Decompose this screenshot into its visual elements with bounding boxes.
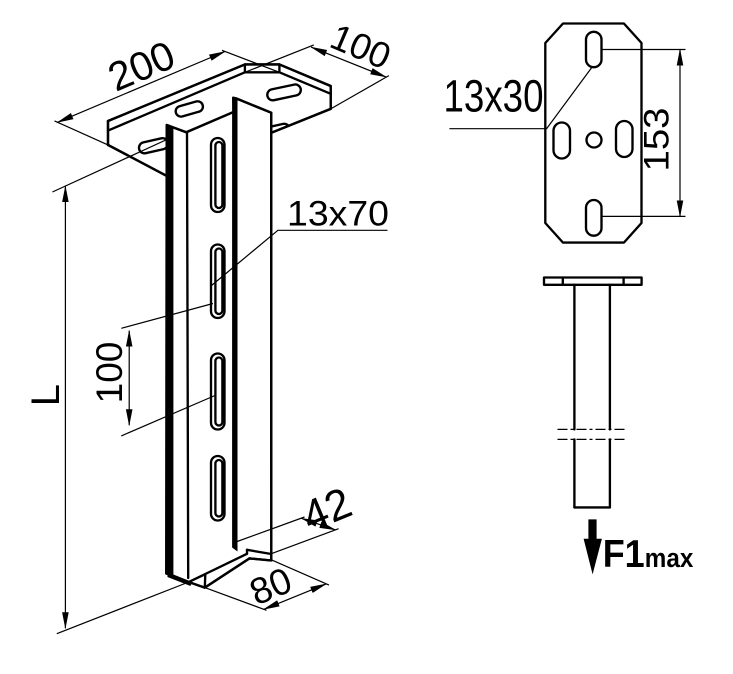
- svg-text:153: 153: [638, 108, 677, 172]
- svg-text:100: 100: [89, 342, 130, 404]
- svg-text:F1: F1: [603, 533, 645, 576]
- svg-text:L: L: [24, 384, 68, 406]
- svg-text:13x70: 13x70: [287, 195, 389, 234]
- svg-text:max: max: [645, 543, 694, 573]
- svg-text:13x30: 13x30: [444, 71, 544, 122]
